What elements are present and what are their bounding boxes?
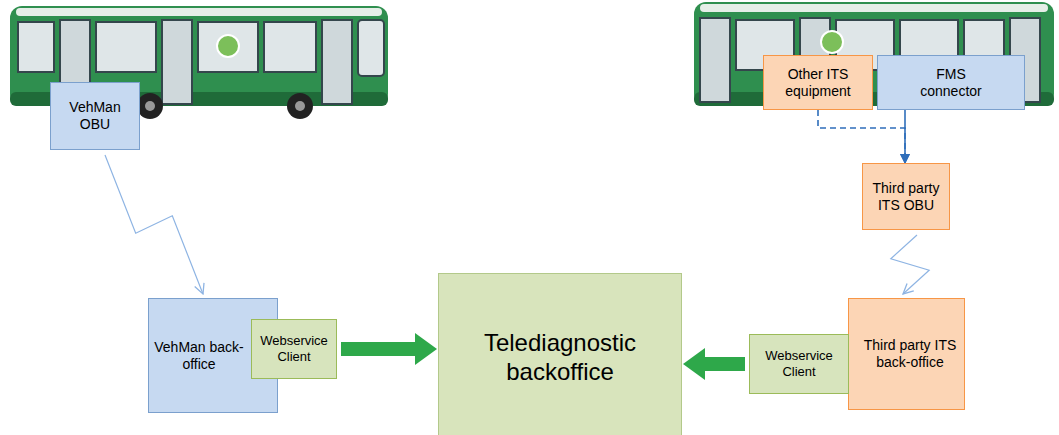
bus-window: [264, 22, 316, 72]
bus-hub: [295, 101, 305, 111]
bus-windshield: [358, 20, 384, 76]
bus-window: [198, 22, 258, 72]
wireless-link: [891, 235, 929, 294]
node-label: VehMan OBU: [55, 99, 135, 133]
node-label: VehMan back-office: [151, 339, 247, 373]
connector-box: FMS connector: [877, 55, 1025, 110]
bus-window: [18, 22, 54, 72]
bus-door: [322, 20, 352, 104]
node-label: Third party ITS back-office: [860, 337, 960, 371]
bus-roof: [700, 4, 1048, 12]
node-label: Third party ITS OBU: [867, 180, 945, 214]
equipment-box: Other ITS equipment: [763, 55, 873, 110]
data-flow-arrow: [341, 333, 437, 365]
bus-hub: [145, 101, 155, 111]
wireless-link: [105, 155, 203, 294]
node-label: Webservice Client: [256, 333, 332, 364]
node-label: Other ITS equipment: [768, 66, 868, 100]
backoffice-box: Third party ITS back-officeWebservice Cl…: [848, 298, 965, 410]
bus-door: [700, 18, 730, 102]
server-box: Telediagnostic backoffice: [438, 273, 682, 435]
data-flow-arrow: [683, 348, 745, 380]
client-box: Webservice Client: [749, 334, 849, 394]
bus-wheel: [287, 93, 313, 119]
bus-logo: [217, 35, 239, 57]
node-label: Webservice Client: [753, 348, 845, 379]
bus-wheel: [137, 93, 163, 119]
bus-window: [96, 22, 156, 72]
node-label: FMS connector: [911, 66, 991, 100]
node-label: Telediagnostic backoffice: [443, 329, 677, 387]
obu-box: Third party ITS OBU: [862, 163, 950, 230]
obu-box: VehMan OBU: [50, 82, 140, 150]
bus-logo: [821, 31, 843, 53]
optional-link: [818, 110, 905, 163]
backoffice-box: VehMan back-officeWebservice Client: [148, 298, 278, 413]
client-box: Webservice Client: [251, 319, 337, 379]
bus-door: [162, 20, 192, 104]
bus-roof: [16, 8, 382, 16]
cable-link: [904, 110, 906, 163]
